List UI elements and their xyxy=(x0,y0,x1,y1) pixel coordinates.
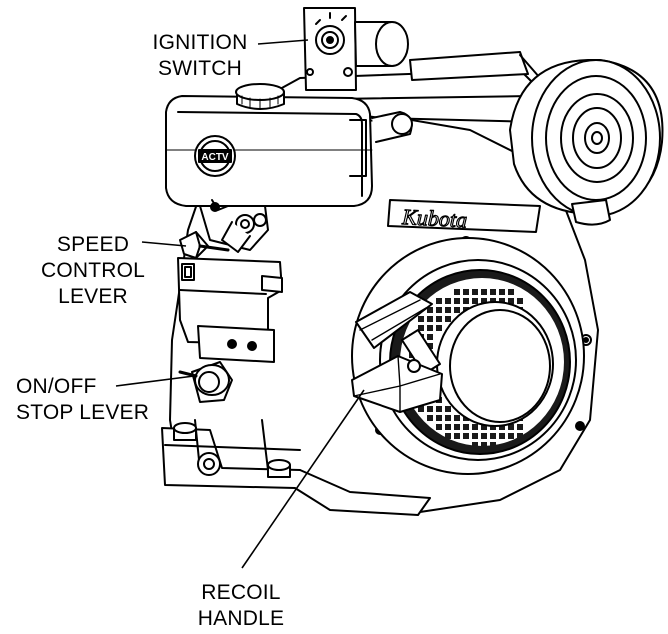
recoil-mesh-cell xyxy=(499,298,505,304)
recoil-mesh-cell xyxy=(472,433,478,439)
recoil-mesh-cell xyxy=(508,289,514,295)
recoil-mesh-cell xyxy=(481,289,487,295)
recoil-mesh-cell xyxy=(490,442,496,448)
leader-stop-lever xyxy=(115,375,195,387)
recoil-mesh-cell xyxy=(445,307,451,313)
recoil-mesh-cell xyxy=(499,433,505,439)
recoil-mesh-cell xyxy=(445,415,451,421)
on-off-stop-lever-label-line-1: ON/OFF xyxy=(16,375,97,398)
recoil-mesh-cell xyxy=(454,424,460,430)
recoil-mesh-cell xyxy=(517,298,523,304)
recoil-mesh-cell xyxy=(445,316,451,322)
governor-linkage xyxy=(210,199,267,253)
recoil-mesh-cell xyxy=(463,298,469,304)
recoil-mesh-cell xyxy=(490,433,496,439)
recoil-mesh-cell xyxy=(517,424,523,430)
speed-control-lever-label: SPEED CONTROL LEVER xyxy=(28,232,158,310)
recoil-mesh-cell xyxy=(481,298,487,304)
leader-speed-control-lever xyxy=(141,241,187,247)
mounting-bolt-front-right xyxy=(267,459,291,478)
leader-ignition-switch xyxy=(257,39,309,45)
recoil-handle-label-line-2: HANDLE xyxy=(197,607,285,630)
recoil-mesh-cell xyxy=(490,424,496,430)
recoil-mesh-cell xyxy=(427,316,433,322)
fuel-tank xyxy=(165,95,373,207)
mounting-bolt-front-center xyxy=(197,452,221,476)
recoil-mesh-cell xyxy=(445,433,451,439)
recoil-handle-label-line-1: RECOIL xyxy=(201,581,281,604)
recoil-mesh-cell xyxy=(454,433,460,439)
kubota-brand-text: Kubota xyxy=(401,204,468,232)
actv-badge-text: ACTV xyxy=(201,152,229,163)
recoil-mesh-cell xyxy=(436,298,442,304)
recoil-mesh-cell xyxy=(472,424,478,430)
recoil-mesh-cell xyxy=(418,316,424,322)
recoil-handle xyxy=(351,291,443,413)
recoil-mesh-cell xyxy=(445,406,451,412)
recoil-mesh-cell xyxy=(427,325,433,331)
recoil-mesh-cell xyxy=(418,325,424,331)
recoil-mesh-cell xyxy=(508,433,514,439)
recoil-mesh-cell xyxy=(481,433,487,439)
recoil-mesh-cell xyxy=(436,406,442,412)
recoil-mesh-cell xyxy=(472,298,478,304)
speed-control-lever-label-line-3: LEVER xyxy=(58,285,128,308)
speed-control-lever-label-line-1: SPEED xyxy=(56,233,130,256)
recoil-mesh-cell xyxy=(490,298,496,304)
ignition-switch-label-line-1: IGNITION xyxy=(152,31,248,54)
recoil-mesh-cell xyxy=(472,442,478,448)
recoil-mesh-cell xyxy=(436,316,442,322)
recoil-mesh-cell xyxy=(427,343,433,349)
recoil-mesh-cell xyxy=(436,415,442,421)
recoil-mesh-cell xyxy=(463,433,469,439)
recoil-mesh-cell xyxy=(427,307,433,313)
control-panel xyxy=(177,257,283,345)
recoil-mesh-cell xyxy=(463,424,469,430)
recoil-mesh-cell xyxy=(508,424,514,430)
recoil-mesh-cell xyxy=(436,424,442,430)
recoil-mesh-cell xyxy=(481,424,487,430)
recoil-mesh-cell xyxy=(454,307,460,313)
recoil-mesh-cell xyxy=(499,424,505,430)
recoil-mesh-cell xyxy=(445,298,451,304)
mounting-bolt-front-left xyxy=(173,422,197,441)
leader-recoil-handle xyxy=(241,389,365,569)
ignition-switch xyxy=(303,7,409,91)
recoil-mesh-cell xyxy=(490,289,496,295)
recoil-mesh-cell xyxy=(418,406,424,412)
recoil-mesh-cell xyxy=(472,289,478,295)
air-cleaner xyxy=(509,59,664,226)
recoil-mesh-cell xyxy=(454,298,460,304)
on-off-stop-lever-label: ON/OFF STOP LEVER xyxy=(16,374,166,426)
engine-base xyxy=(161,427,431,516)
actv-badge xyxy=(194,135,236,177)
recoil-mesh-cell xyxy=(427,406,433,412)
recoil-mesh-cell xyxy=(427,415,433,421)
recoil-mesh-cell xyxy=(517,433,523,439)
recoil-mesh-cell xyxy=(427,334,433,340)
recoil-mesh-cell xyxy=(436,307,442,313)
speed-control-lever-label-line-2: CONTROL xyxy=(40,259,146,282)
speed-control-lever-knob xyxy=(179,231,230,259)
recoil-mesh-cell xyxy=(499,289,505,295)
ignition-switch-label: IGNITION SWITCH xyxy=(140,30,260,82)
on-off-stop-lever-label-line-2: STOP LEVER xyxy=(16,401,150,424)
recoil-mesh-cell xyxy=(454,289,460,295)
recoil-mesh-cell xyxy=(436,325,442,331)
recoil-handle-label: RECOIL HANDLE xyxy=(186,580,296,632)
recoil-mesh-cell xyxy=(481,442,487,448)
stop-lever-knob xyxy=(178,361,233,403)
recoil-mesh-cell xyxy=(454,415,460,421)
ignition-switch-label-line-2: SWITCH xyxy=(157,57,243,80)
fuel-cap xyxy=(235,83,285,110)
recoil-mesh-cell xyxy=(463,289,469,295)
recoil-mesh-cell xyxy=(445,424,451,430)
recoil-mesh-cell xyxy=(508,298,514,304)
